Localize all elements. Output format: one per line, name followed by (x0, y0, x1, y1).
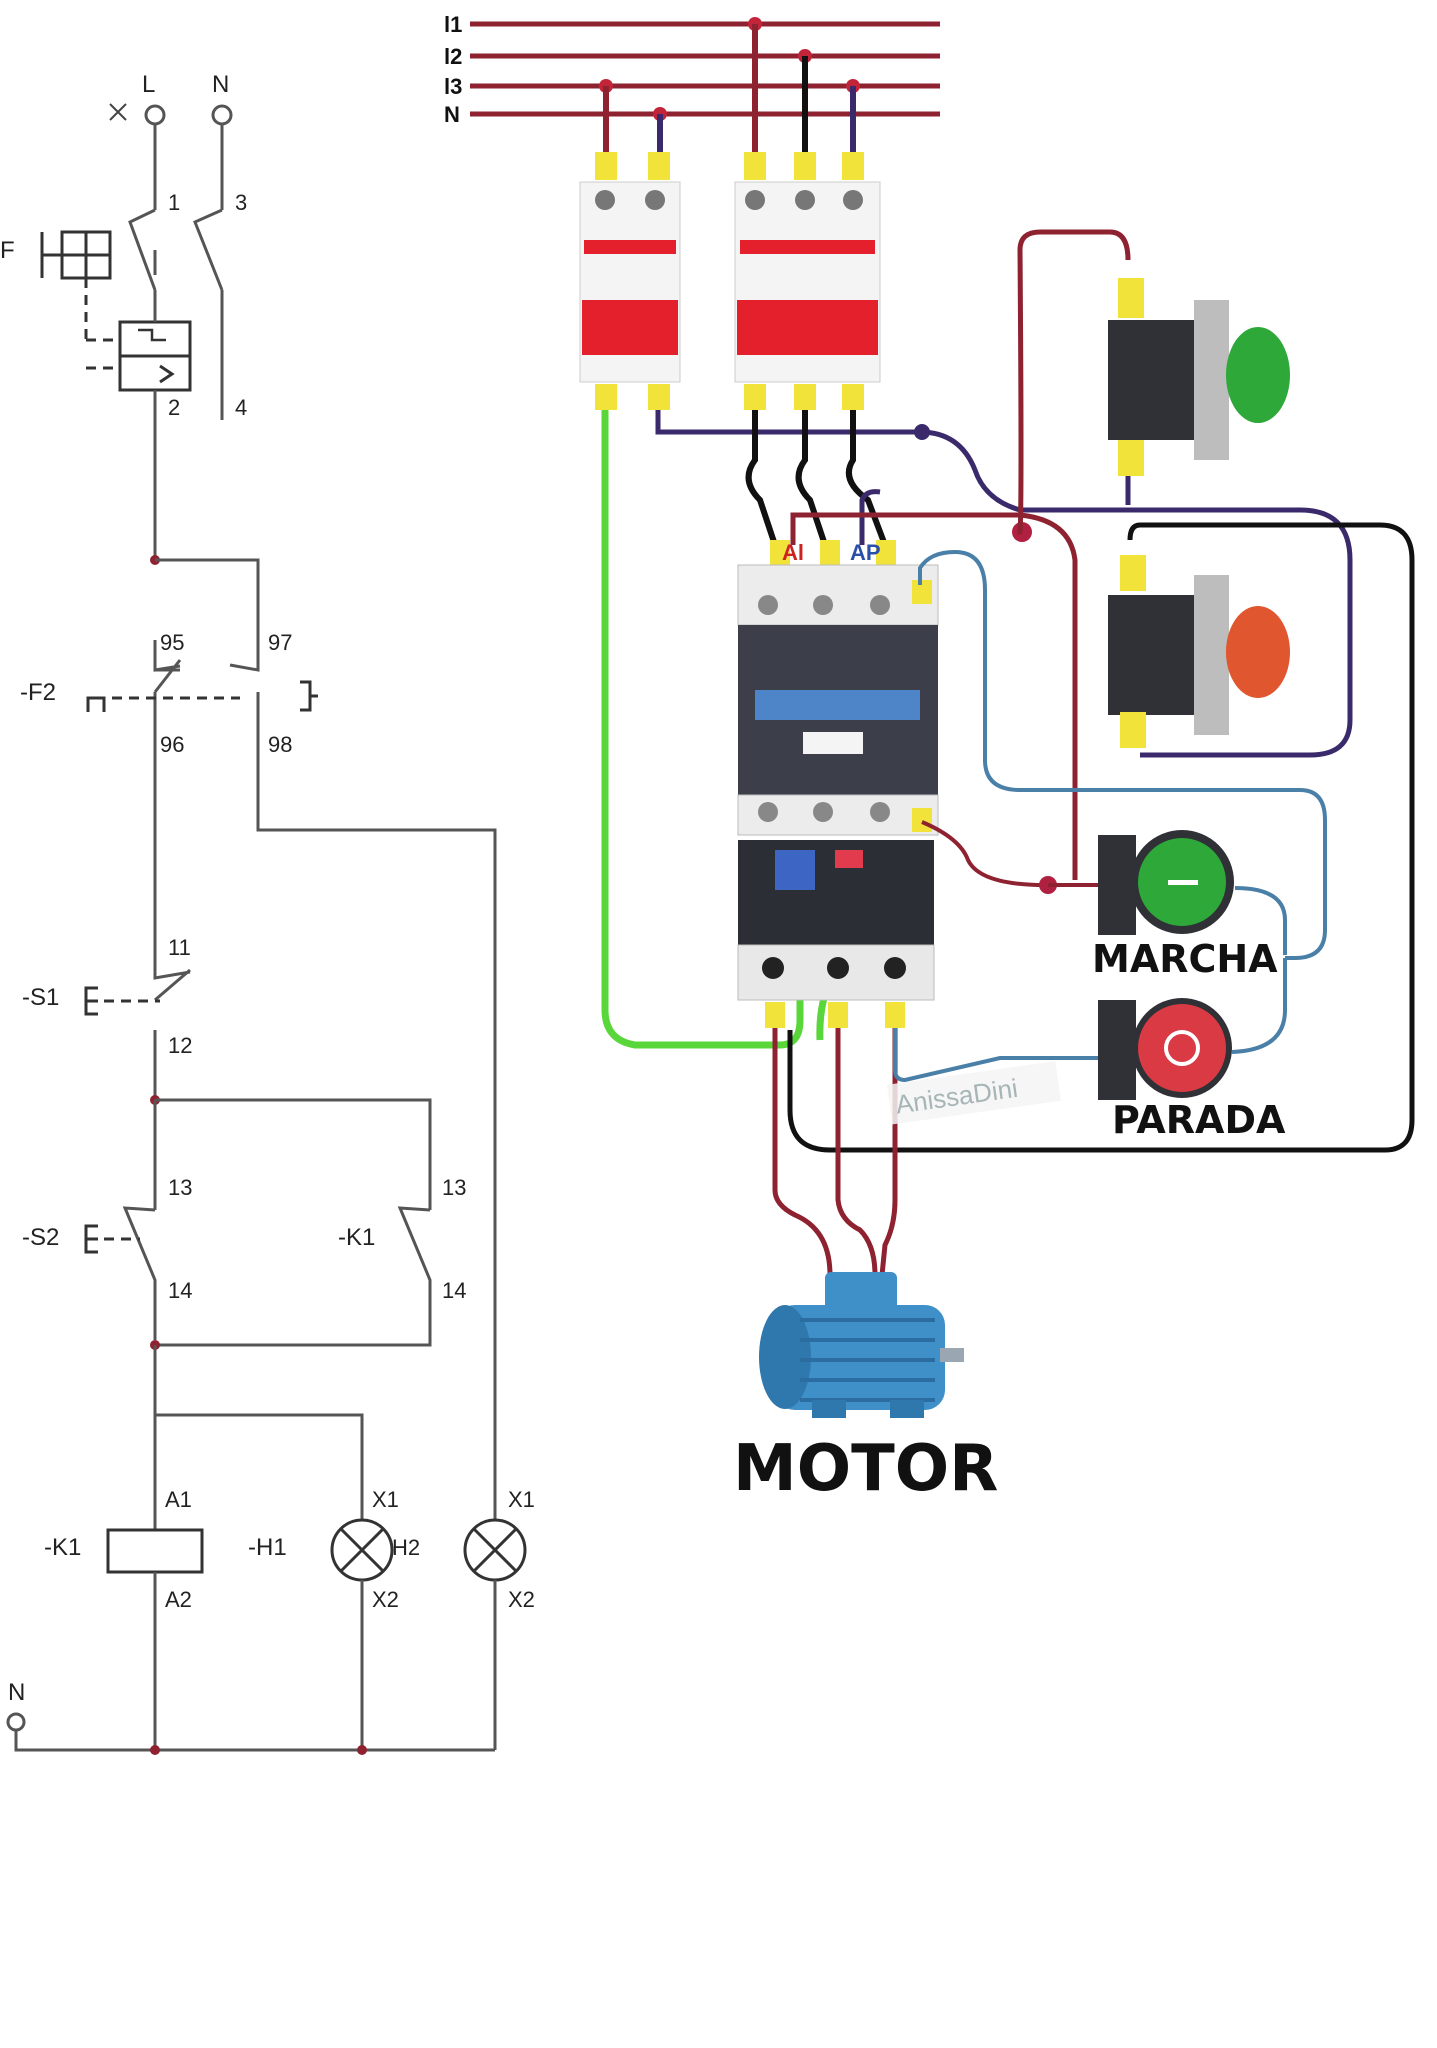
breaker-contact-4: 4 (235, 395, 247, 420)
motor-label: MOTOR (733, 1432, 998, 1506)
breaker-contacts (128, 124, 224, 291)
relay-98: 98 (268, 732, 292, 757)
bus-label-l2: l2 (444, 44, 462, 69)
lamp-1-icon (330, 1518, 394, 1582)
breaker-handle-icon (40, 230, 112, 280)
supply-l-label: L (142, 71, 155, 98)
motor-icon (759, 1272, 964, 1418)
ladder-schematic: L N 1 3 2 4 F 95 97 96 98 -F2 (0, 71, 535, 1755)
coil-a1: A1 (165, 1487, 192, 1512)
thermal-trip-icon (118, 320, 192, 392)
contactor: Al AP (737, 540, 939, 1028)
control-breaker-2p (579, 152, 681, 410)
stop-push-button (1098, 998, 1232, 1100)
lamp2-x1: X1 (508, 1487, 535, 1512)
k1-13: 13 (442, 1175, 466, 1200)
relay-label: -F2 (20, 679, 56, 706)
supply-n-terminal (211, 104, 233, 126)
red-pilot-lamp (1108, 555, 1290, 748)
contactor-mark-right: AP (850, 540, 881, 565)
motor-breaker-3p (734, 152, 881, 410)
relay-thermal-icon (86, 696, 106, 712)
relay-95: 95 (160, 630, 184, 655)
lamp1-label: -H1 (248, 1534, 287, 1561)
supply-bus: l1 l2 l3 N (444, 12, 940, 127)
bus-label-l3: l3 (444, 74, 462, 99)
coil-symbol (106, 1528, 204, 1574)
start-push-button (1098, 830, 1234, 935)
bus-label-l1: l1 (444, 12, 462, 37)
s1-12: 12 (168, 1033, 192, 1058)
breaker-contact-1: 1 (168, 190, 180, 215)
coil-label: -K1 (44, 1534, 81, 1561)
breaker-contact-2: 2 (168, 395, 180, 420)
watermark: AnissaDini (886, 1061, 1061, 1125)
k1-14: 14 (442, 1278, 466, 1303)
s1-push-icon (84, 986, 98, 1016)
breaker-label: F (0, 237, 15, 264)
stop-button-label: PARADA (1112, 1098, 1286, 1142)
s1-label: -S1 (22, 984, 59, 1011)
s1-11: 11 (168, 935, 191, 960)
wiring-diagram: l1 l2 l3 N (444, 12, 1415, 1506)
neutral-bottom-label: N (8, 1679, 25, 1706)
green-pilot-lamp (1108, 278, 1290, 476)
lamp2-x2: X2 (508, 1587, 535, 1612)
k1-holding-label: -K1 (338, 1224, 375, 1251)
earth-wire (601, 410, 804, 1049)
start-button-label: MARCHA (1092, 937, 1278, 981)
x-mark-icon (109, 103, 127, 121)
s2-label: -S2 (22, 1224, 59, 1251)
neutral-bottom-terminal (6, 1712, 26, 1732)
relay-97: 97 (268, 630, 292, 655)
s2-14: 14 (168, 1278, 192, 1303)
supply-n-label: N (212, 71, 229, 98)
relay-96: 96 (160, 732, 184, 757)
lamp1-x1: X1 (372, 1487, 399, 1512)
breaker-contact-3: 3 (235, 190, 247, 215)
s2-push-icon (84, 1224, 98, 1254)
contactor-mark-left: Al (782, 540, 804, 565)
lamp-2-icon (463, 1518, 527, 1582)
supply-l-terminal (144, 104, 166, 126)
s2-13: 13 (168, 1175, 192, 1200)
coil-a2: A2 (165, 1587, 192, 1612)
bus-label-n: N (444, 102, 460, 127)
lamp1-x2: X2 (372, 1587, 399, 1612)
lamp2-tag: H2 (392, 1535, 420, 1560)
